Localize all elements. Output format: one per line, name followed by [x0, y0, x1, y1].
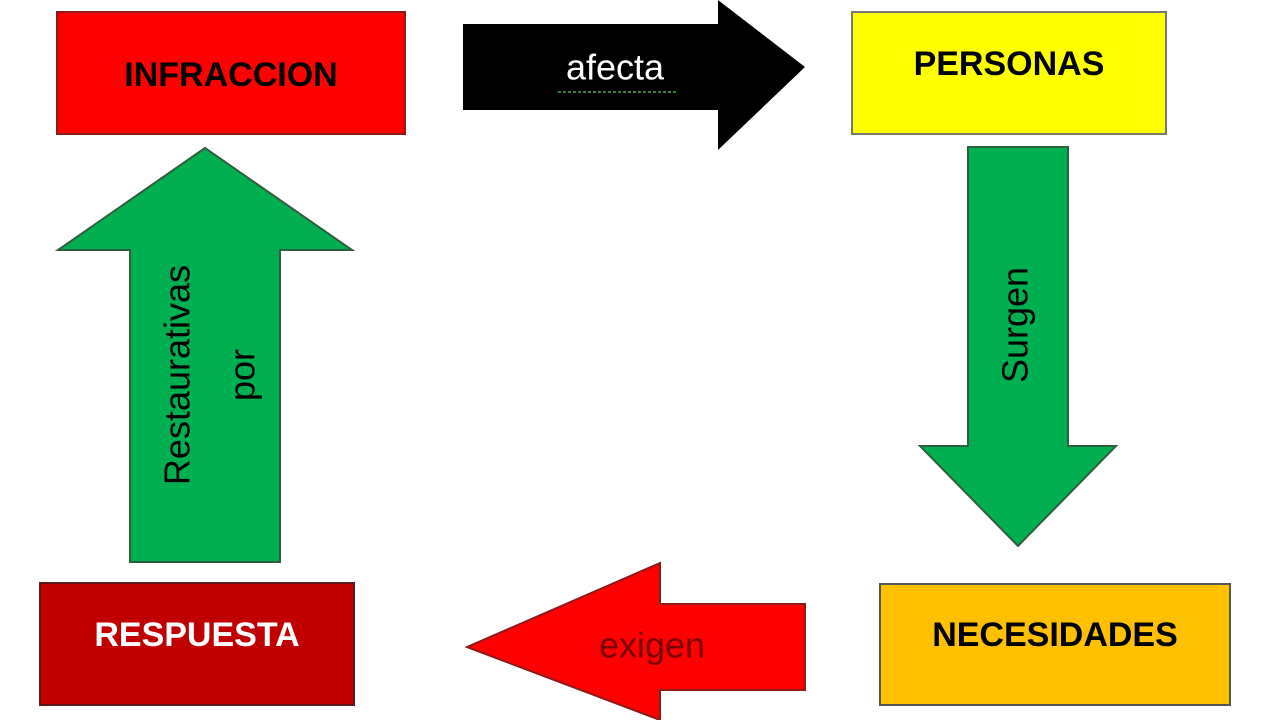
- arrow-exigen-label: exigen: [599, 625, 705, 666]
- box-personas: PERSONAS: [851, 11, 1167, 135]
- arrow-restaurativas-label-1: Restaurativas: [157, 265, 198, 485]
- box-personas-label: PERSONAS: [914, 45, 1105, 83]
- arrow-exigen: exigen: [464, 561, 806, 720]
- box-infraccion: INFRACCION: [56, 11, 406, 135]
- box-respuesta-label: RESPUESTA: [94, 616, 299, 654]
- arrow-afecta: afecta: [463, 0, 805, 150]
- arrow-afecta-label: afecta: [566, 47, 665, 88]
- box-infraccion-label: INFRACCION: [124, 56, 337, 94]
- box-respuesta: RESPUESTA: [39, 582, 355, 706]
- arrow-surgen-label: Surgen: [995, 267, 1036, 383]
- box-necesidades: NECESIDADES: [879, 583, 1231, 706]
- arrow-surgen: Surgen: [917, 146, 1119, 548]
- arrow-restaurativas: Restaurativas por: [54, 146, 356, 563]
- arrow-restaurativas-label-2: por: [222, 349, 263, 401]
- box-necesidades-label: NECESIDADES: [932, 616, 1178, 654]
